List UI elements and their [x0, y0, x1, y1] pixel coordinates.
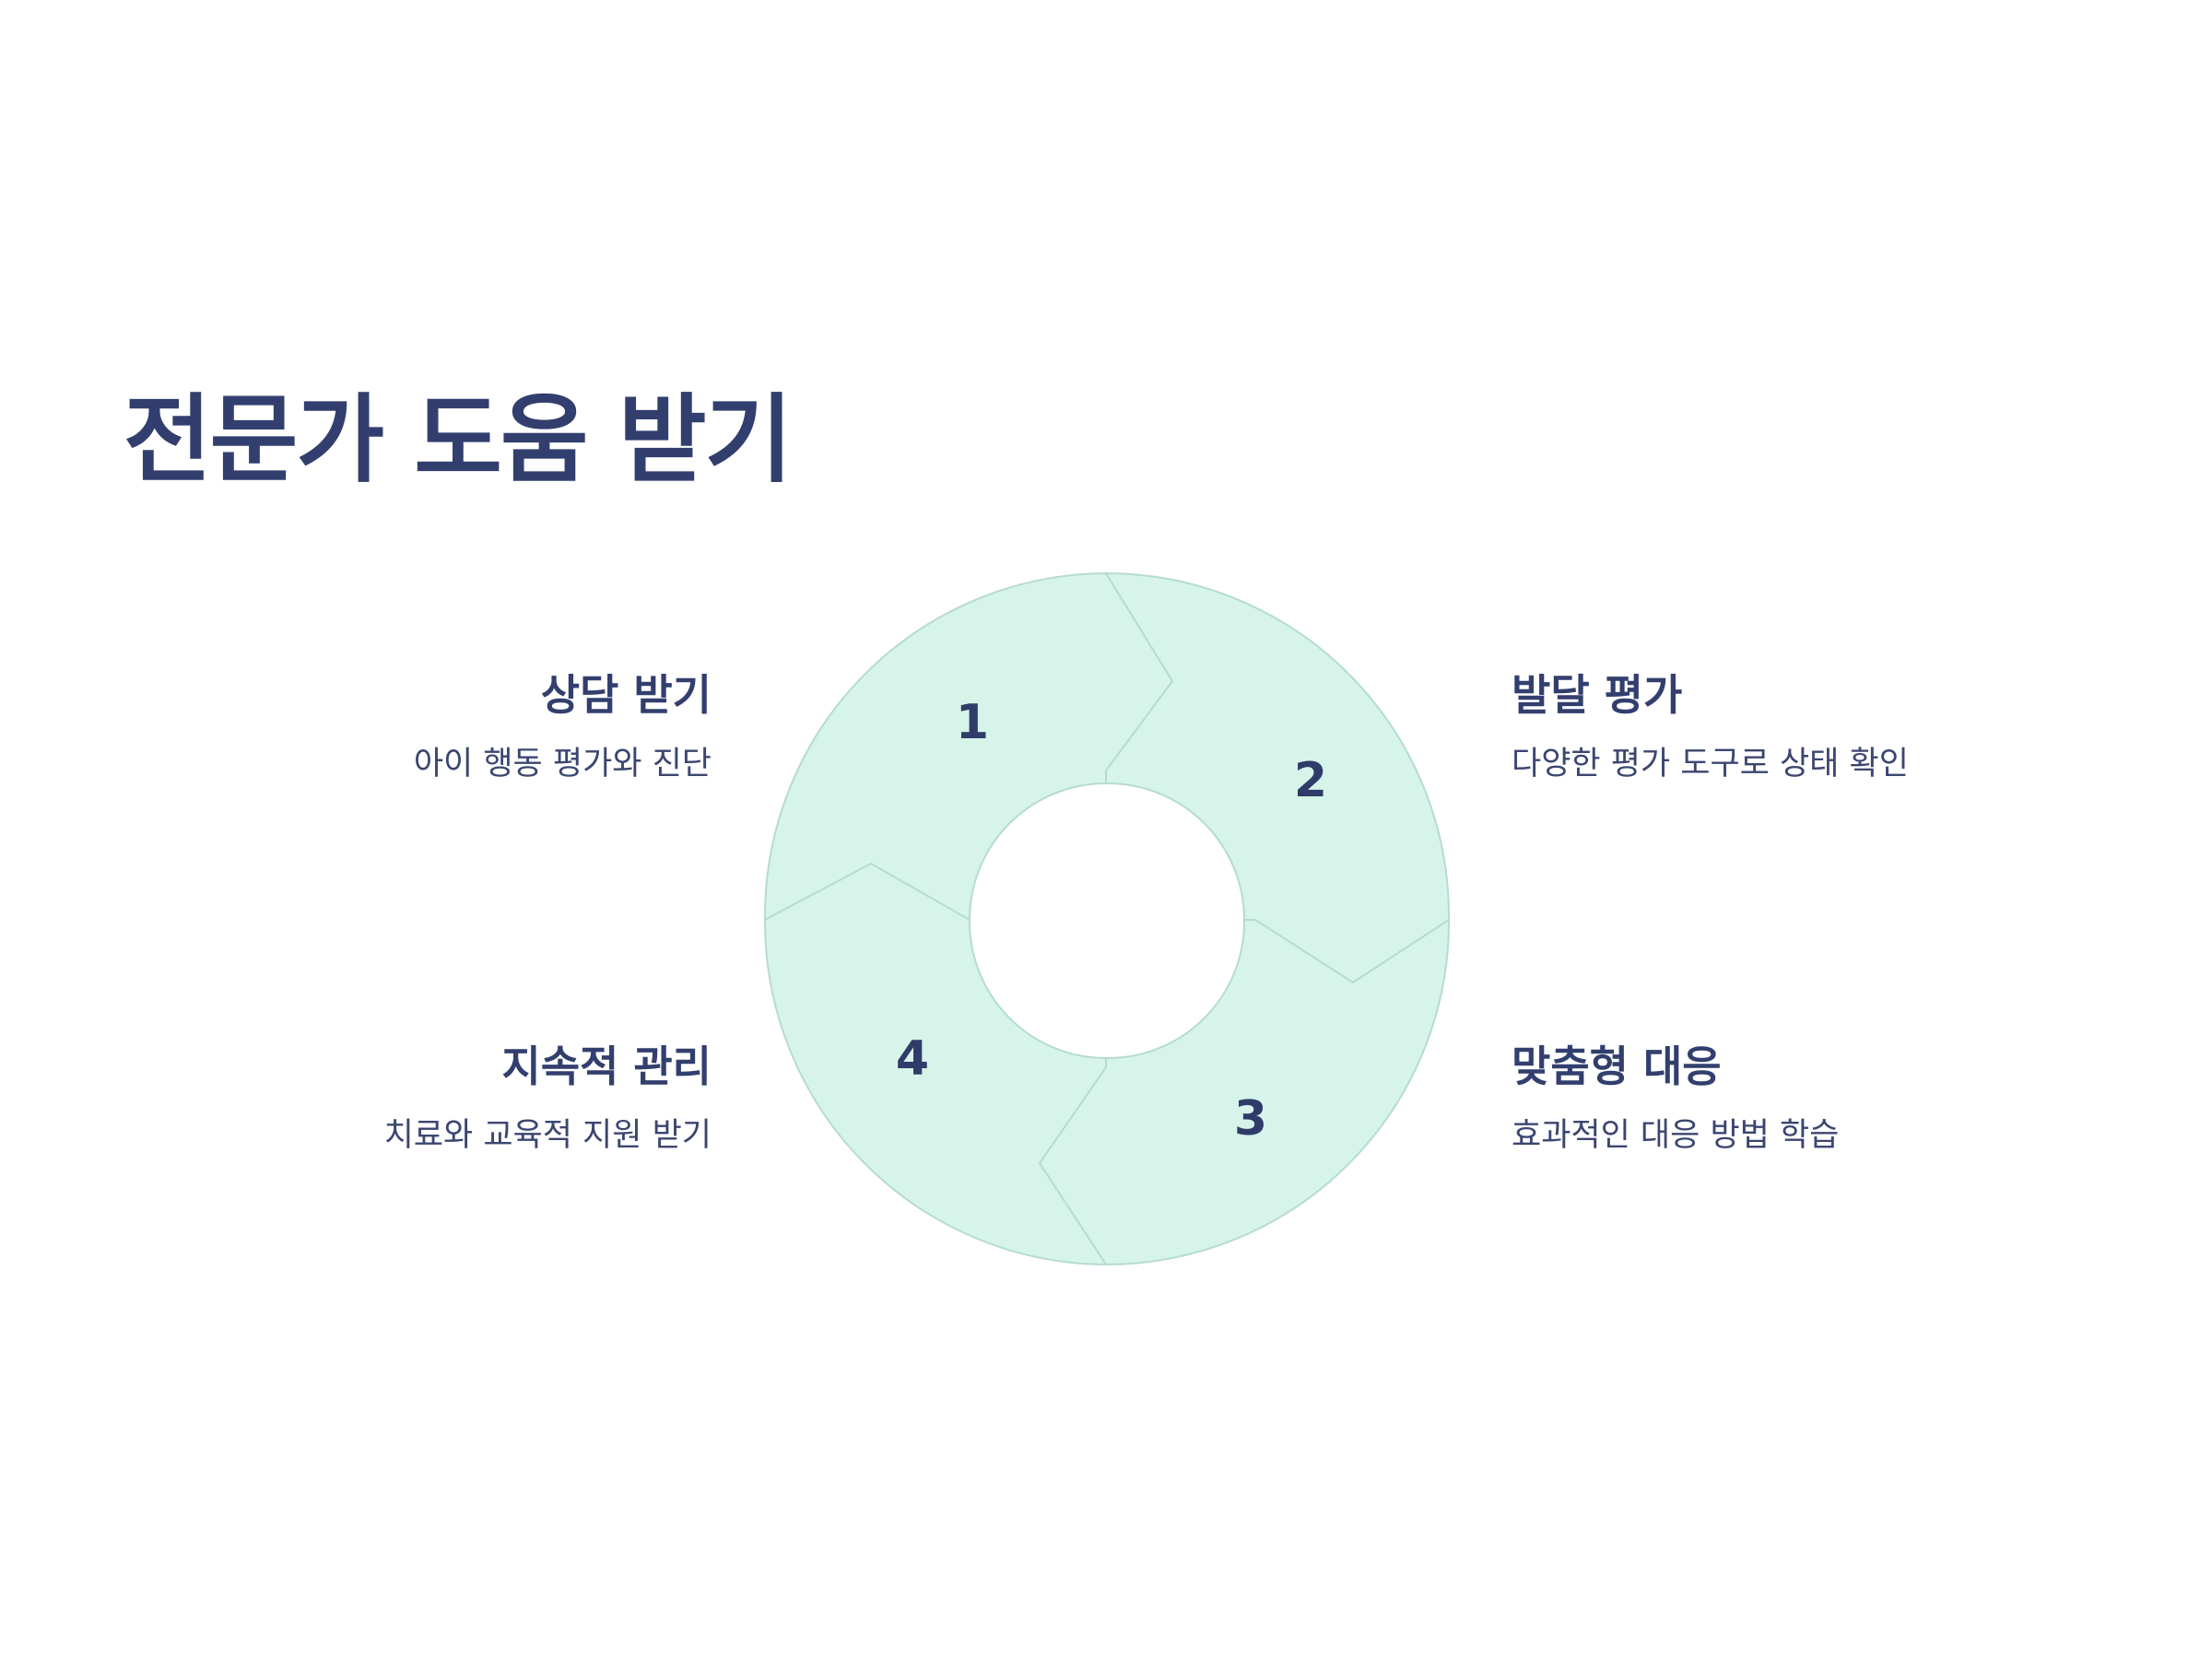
page-title: 전문가 도움 받기 — [124, 383, 793, 496]
step-number-1: 1 — [956, 695, 989, 750]
step-1-label: 상담 받기 아이 행동 평가와 진단 — [11, 670, 712, 783]
step-number-4: 4 — [896, 1031, 929, 1087]
cycle-segment-2-shape — [1105, 572, 1451, 983]
step-1-heading: 상담 받기 — [540, 670, 712, 720]
step-2-description: 다양한 평가 도구로 상태 확인 — [1512, 746, 1909, 783]
step-3-heading: 맞춤형 대응 — [1512, 1041, 1722, 1091]
step-2-label: 발달 평가 다양한 평가 도구로 상태 확인 — [1512, 670, 2212, 783]
cycle-segment-3[interactable]: 3 — [1039, 919, 1451, 1265]
cycle-segment-4[interactable]: 4 — [763, 863, 1107, 1265]
step-number-2: 2 — [1294, 753, 1327, 808]
cycle-segment-1-shape — [763, 572, 1173, 921]
cycle-segment-1[interactable]: 1 — [763, 572, 1173, 921]
step-4-description: 치료와 교육적 지원 받기 — [383, 1117, 712, 1155]
step-1-description: 아이 행동 평가와 진단 — [413, 746, 712, 783]
step-2-heading: 발달 평가 — [1512, 670, 1683, 720]
cycle-segment-2[interactable]: 2 — [1105, 572, 1451, 983]
step-3-label: 맞춤형 대응 효과적인 대응 방법 학습 — [1512, 1041, 2212, 1155]
cycle-segment-3-shape — [1039, 919, 1451, 1265]
cycle-segment-4-shape — [763, 863, 1107, 1265]
step-3-description: 효과적인 대응 방법 학습 — [1512, 1117, 1840, 1155]
step-4-label: 지속적 관리 치료와 교육적 지원 받기 — [11, 1041, 712, 1155]
step-number-3: 3 — [1234, 1091, 1267, 1147]
step-4-heading: 지속적 관리 — [501, 1041, 712, 1091]
